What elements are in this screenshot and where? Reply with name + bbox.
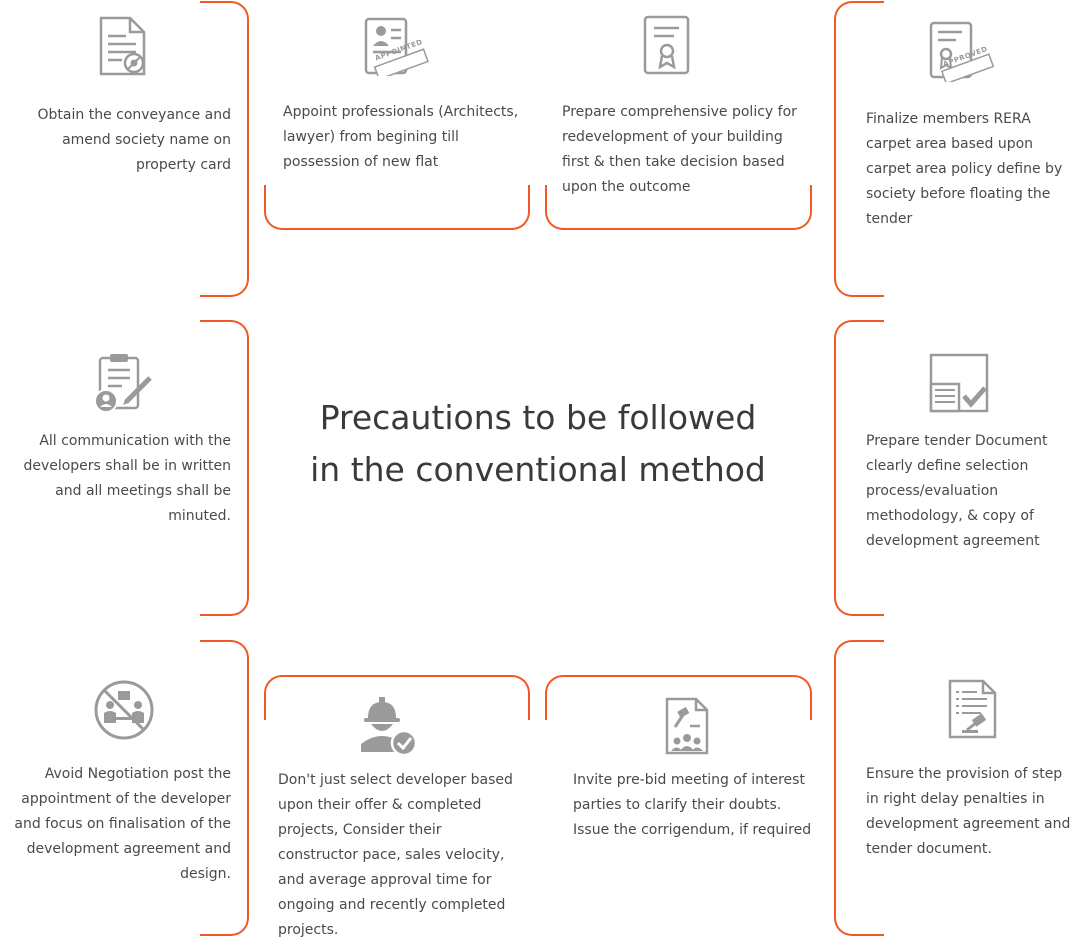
document-gavel-people-icon — [665, 697, 709, 755]
item-text: Don't just select developer based upon t… — [278, 772, 513, 938]
item-text: Appoint professionals (Architects, lawye… — [283, 104, 519, 170]
item-text: Prepare comprehensive policy for redevel… — [562, 104, 797, 195]
item-text: Avoid Negotiation post the appointment o… — [14, 766, 231, 882]
approved-certificate-icon — [929, 21, 995, 82]
frame-top-left — [200, 1, 249, 297]
clipboard-user-pen-icon — [94, 354, 152, 413]
frame-bottom-center-2 — [545, 675, 812, 720]
item-text: All communication with the developers sh… — [23, 433, 231, 524]
frame-top-right — [834, 1, 884, 297]
frame-top-center-1 — [264, 185, 530, 230]
item-text: Ensure the provision of step in right de… — [866, 766, 1071, 857]
page-title: Precautions to be followed in the conven… — [310, 398, 766, 489]
item-text: Prepare tender Document clearly define s… — [866, 433, 1048, 549]
frame-bottom-right — [834, 640, 884, 936]
frame-middle-left — [200, 320, 249, 616]
appointed-certificate-icon — [364, 17, 429, 76]
tender-document-check-icon — [929, 353, 989, 413]
certificate-badge-icon — [643, 15, 690, 75]
no-negotiation-icon — [94, 680, 154, 740]
frame-bottom-center-1 — [264, 675, 530, 720]
frame-bottom-left — [200, 640, 249, 936]
frame-top-center-2 — [545, 185, 812, 230]
item-text: Obtain the conveyance and amend society … — [37, 107, 231, 173]
worker-check-icon — [361, 697, 418, 756]
frame-middle-right — [834, 320, 884, 616]
item-text: Finalize members RERA carpet area based … — [866, 111, 1063, 227]
checklist-gavel-icon — [948, 679, 997, 739]
document-gear-icon — [99, 16, 146, 76]
item-text: Invite pre-bid meeting of interest parti… — [573, 772, 812, 838]
